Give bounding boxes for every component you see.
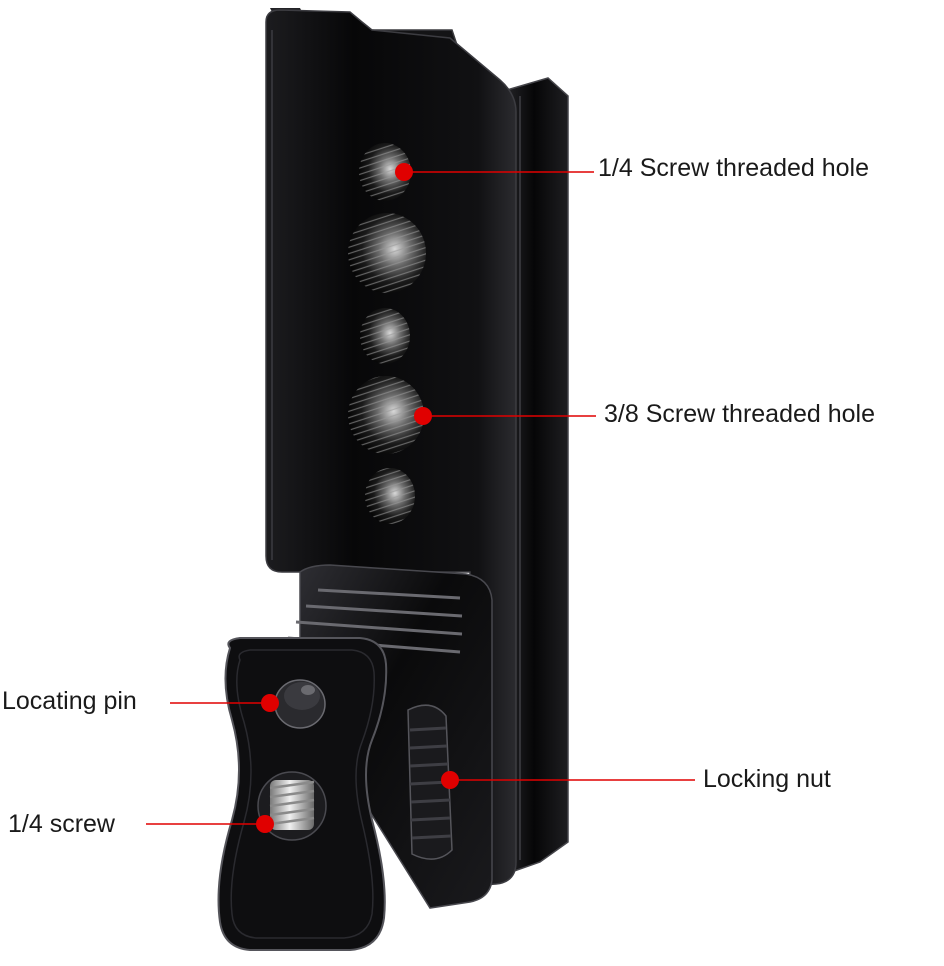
hole-threeeighth-1 — [348, 213, 426, 293]
quarter-screw — [257, 771, 327, 841]
hole-quarter-2 — [360, 308, 410, 364]
hole-threeeighth-2 — [348, 376, 424, 454]
label-quarter-threaded-hole: 1/4 Screw threaded hole — [598, 154, 870, 182]
callout-dot-threeeighth-hole — [414, 407, 432, 425]
label-locking-nut: Locking nut — [703, 765, 831, 793]
threaded-holes — [348, 143, 426, 524]
callout-dot-quarter-hole — [395, 163, 413, 181]
label-quarter-screw: 1/4 screw — [8, 810, 115, 838]
callouts — [146, 163, 695, 833]
locking-nut — [407, 704, 453, 860]
hole-quarter-3 — [365, 468, 415, 524]
locating-pin — [274, 679, 326, 729]
callout-dot-quarter-screw — [256, 815, 274, 833]
label-threeeighth-threaded-hole: 3/8 Screw threaded hole — [604, 400, 876, 428]
front-face-plate — [217, 637, 388, 951]
label-locating-pin: Locating pin — [2, 687, 137, 715]
callout-dot-locating-pin — [261, 694, 279, 712]
hole-quarter-1 — [359, 143, 411, 201]
callout-dot-locking-nut — [441, 771, 459, 789]
